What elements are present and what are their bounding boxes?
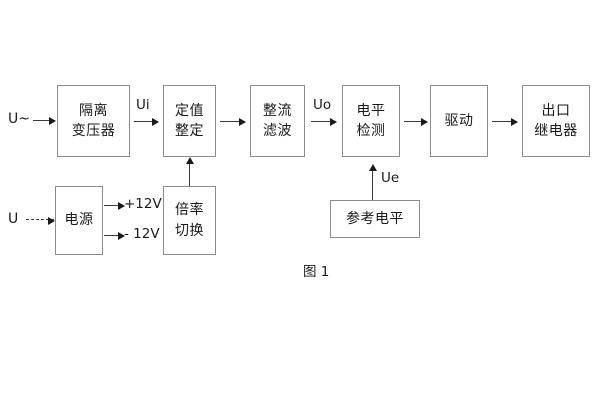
arrow-reference-level-to-level-detection <box>368 164 377 200</box>
block-rectify-filter-line-2: 滤波 <box>263 123 292 139</box>
block-drive: 驱动 <box>430 85 488 157</box>
block-setting-value: 定值 整定 <box>163 85 216 157</box>
signal-label-ui: Ui <box>136 97 150 113</box>
block-output-relay-line-1: 出口 <box>541 102 571 119</box>
block-level-detection-line-2: 检测 <box>356 123 386 139</box>
block-isolation-transformer: 隔离 变压器 <box>57 85 130 157</box>
arrow-input-ac-to-isolation-transformer <box>33 116 56 125</box>
block-drive-line-1: 驱动 <box>444 112 474 129</box>
input-label-dc: U <box>8 211 19 227</box>
block-multiplier-switch-line-1: 倍率 <box>175 202 204 219</box>
figure-caption: 图 1 <box>303 264 330 280</box>
block-reference-level: 参考电平 <box>330 200 420 238</box>
signal-label-ue: Ue <box>381 170 400 186</box>
arrow-input-dc-to-power-supply <box>26 216 55 225</box>
block-setting-value-line-2: 整定 <box>175 123 204 139</box>
block-power-supply: 电源 <box>55 186 103 255</box>
block-multiplier-switch-line-2: 切换 <box>175 222 204 239</box>
block-level-detection: 电平 检测 <box>342 85 400 157</box>
block-output-relay-line-2: 继电器 <box>534 123 578 139</box>
block-isolation-transformer-line-2: 变压器 <box>71 123 116 139</box>
block-isolation-transformer-line-1: 隔离 <box>79 102 108 119</box>
block-setting-value-line-1: 定值 <box>175 102 204 119</box>
arrow-multiplier-switch-to-setting-value <box>185 157 194 186</box>
arrow-isolation-transformer-to-setting-value <box>134 117 159 126</box>
block-output-relay: 出口 继电器 <box>522 85 590 157</box>
arrow-drive-to-output-relay <box>492 117 518 126</box>
block-rectify-filter: 整流 滤波 <box>250 85 305 157</box>
arrow-power-supply-positive <box>104 201 125 210</box>
block-power-supply-line-1: 电源 <box>64 212 94 229</box>
arrow-setting-value-to-rectify-filter <box>220 117 246 126</box>
supply-label-negative: - 12V <box>124 226 160 242</box>
arrow-rectify-filter-to-level-detection <box>311 117 337 126</box>
supply-label-positive: +12V <box>124 196 162 212</box>
block-level-detection-line-1: 电平 <box>356 102 386 119</box>
block-rectify-filter-line-1: 整流 <box>263 102 292 119</box>
block-reference-level-line-1: 参考电平 <box>346 210 404 227</box>
input-label-ac: U~ <box>8 111 30 127</box>
arrow-level-detection-to-drive <box>404 117 428 126</box>
arrow-power-supply-negative <box>104 231 125 240</box>
signal-label-uo: Uo <box>313 97 332 113</box>
block-multiplier-switch: 倍率 切换 <box>163 186 216 255</box>
